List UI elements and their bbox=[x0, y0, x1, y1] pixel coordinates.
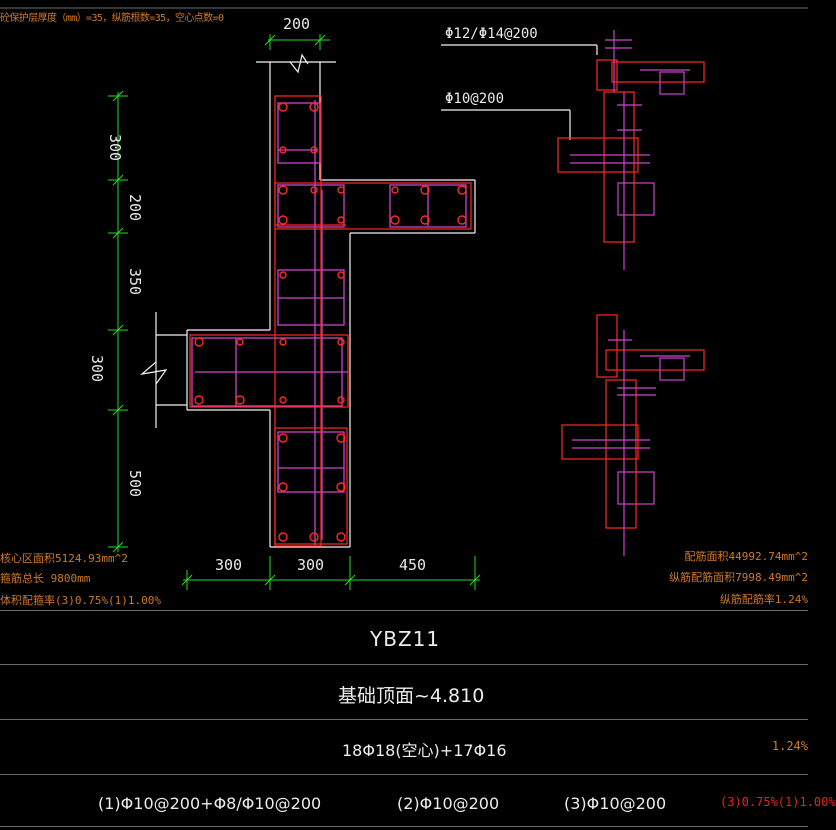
dim-vertical-4: 300 bbox=[88, 355, 106, 383]
table-bottom-border bbox=[0, 826, 808, 827]
stirrups bbox=[191, 100, 467, 545]
right-info-1: 配筋面积44992.74mm^2 bbox=[684, 550, 808, 563]
stirrup-3: (3)Φ10@200 bbox=[564, 794, 667, 813]
left-info-3: 体积配箍率(3)0.75%(1)1.00% bbox=[0, 594, 161, 607]
dim-horizontal-1: 300 bbox=[215, 556, 243, 574]
dim-horizontal-2: 300 bbox=[297, 556, 325, 574]
row-divider-3 bbox=[0, 774, 808, 775]
rebar-label-b: Φ10@200 bbox=[445, 91, 505, 107]
rebar-label-a: Φ12/Φ14@200 bbox=[445, 26, 538, 42]
top-info-text: 砼保护层厚度（mm）=35，纵筋根数=35，空心点数=0 bbox=[0, 13, 224, 24]
dim-vertical-5: 500 bbox=[126, 470, 144, 498]
column-name: YBZ11 bbox=[370, 627, 441, 651]
longitudinal-ratio: 1.24% bbox=[771, 739, 808, 753]
rebar-bars bbox=[194, 102, 467, 542]
rebar-ties bbox=[189, 95, 472, 547]
stirrup-1: (1)Φ10@200+Φ8/Φ10@200 bbox=[98, 794, 322, 813]
dimension-lines bbox=[108, 34, 481, 590]
row-divider-1 bbox=[0, 664, 808, 665]
longitudinal-bars: 18Φ18(空心)+17Φ16 bbox=[342, 741, 507, 760]
concrete-outline bbox=[139, 53, 476, 548]
detail-diagram-bottom bbox=[561, 314, 705, 556]
section-drawing bbox=[0, 7, 808, 590]
left-info-2: 箍筋总长 9800mm bbox=[0, 572, 91, 585]
dim-vertical-1: 300 bbox=[106, 134, 124, 162]
row-divider-2 bbox=[0, 719, 808, 720]
volume-ratio: (3)0.75%(1)1.00% bbox=[720, 795, 836, 809]
left-info-1: 核心区面积5124.93mm^2 bbox=[0, 552, 128, 565]
detail-diagram-top bbox=[441, 30, 705, 270]
table-top-border bbox=[0, 610, 808, 611]
dim-top-width: 200 bbox=[283, 15, 311, 33]
stirrup-2: (2)Φ10@200 bbox=[397, 794, 500, 813]
elevation-range: 基础顶面~4.810 bbox=[338, 685, 485, 707]
dim-vertical-2: 200 bbox=[126, 194, 144, 222]
dim-horizontal-3: 450 bbox=[399, 556, 427, 574]
right-info-2: 纵筋配筋面积7998.49mm^2 bbox=[669, 571, 808, 584]
dim-vertical-3: 350 bbox=[126, 268, 144, 296]
right-info-3: 纵筋配筋率1.24% bbox=[719, 593, 808, 606]
